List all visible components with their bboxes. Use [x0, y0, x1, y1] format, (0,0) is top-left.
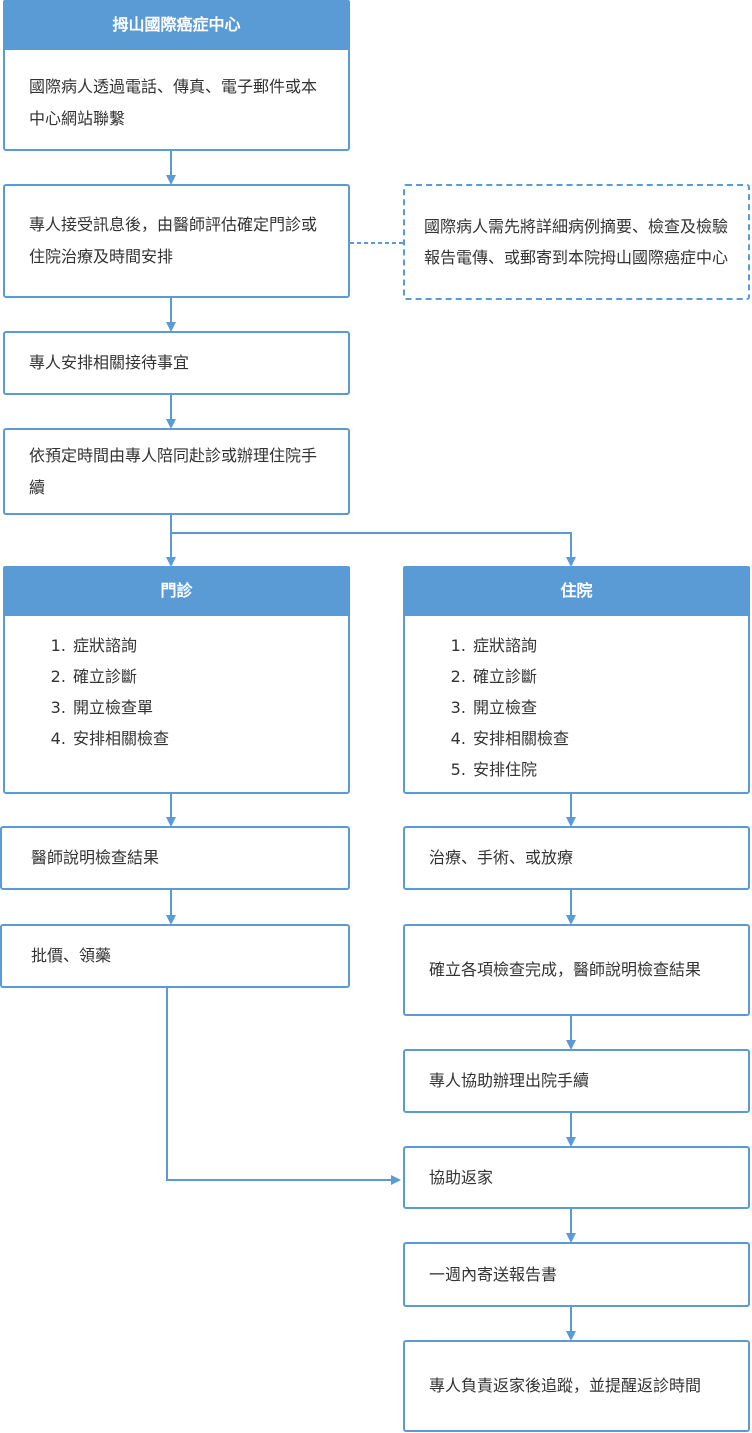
list-item: 安排相關檢查 — [471, 723, 748, 754]
go-home-text: 協助返家 — [429, 1167, 494, 1187]
accompany-box: 依預定時間由專人陪同赴診或辦理住院手續 — [3, 428, 350, 515]
center-title: 拇山國際癌症中心 — [3, 0, 350, 50]
arrow-to-inpatient — [171, 532, 576, 567]
reception-box: 專人安排相關接待事宜 — [3, 331, 350, 395]
contact-text: 國際病人透過電話、傳真、電子郵件或本中心網站聯繫 — [29, 77, 318, 128]
outpatient-box: 門診 症狀諮詢 確立診斷 開立檢查單 安排相關檢查 — [3, 566, 350, 794]
pricing-box: 批價、領藥 — [0, 924, 350, 988]
inpatient-title: 住院 — [403, 566, 750, 616]
outpatient-list: 症狀諮詢 確立診斷 開立檢查單 安排相關檢查 — [5, 630, 348, 754]
list-item: 症狀諮詢 — [471, 630, 748, 661]
discharge-text: 專人協助辦理出院手續 — [429, 1071, 590, 1090]
list-item: 開立檢查單 — [71, 692, 348, 723]
center-box: 拇山國際癌症中心 國際病人透過電話、傳真、電子郵件或本中心網站聯繫 — [3, 0, 350, 151]
confirm-text: 確立各項檢查完成，醫師說明檢查結果 — [429, 960, 702, 979]
list-item: 確立診斷 — [71, 661, 348, 692]
report-text: 一週內寄送報告書 — [429, 1264, 558, 1284]
treatment-box: 治療、手術、或放療 — [403, 826, 750, 890]
followup-box: 專人負責返家後追蹤，並提醒返診時間 — [403, 1340, 750, 1432]
treatment-text: 治療、手術、或放療 — [429, 848, 574, 867]
discharge-box: 專人協助辦理出院手續 — [403, 1049, 750, 1113]
explain-box: 醫師說明檢查結果 — [0, 826, 350, 890]
reception-text: 專人安排相關接待事宜 — [29, 353, 190, 372]
note-box: 國際病人需先將詳細病例摘要、檢查及檢驗報告電傳、或郵寄到本院拇山國際癌症中心 — [403, 184, 750, 300]
arrow-pricing-to-home — [166, 988, 401, 1185]
report-box: 一週內寄送報告書 — [403, 1242, 750, 1307]
followup-text: 專人負責返家後追蹤，並提醒返診時間 — [429, 1376, 702, 1395]
list-item: 安排住院 — [471, 754, 748, 785]
inpatient-box: 住院 症狀諮詢 確立診斷 開立檢查 安排相關檢查 安排住院 — [403, 566, 750, 794]
go-home-box: 協助返家 — [403, 1146, 750, 1209]
explain-text: 醫師說明檢查結果 — [31, 848, 160, 867]
accompany-text: 依預定時間由專人陪同赴診或辦理住院手續 — [29, 445, 318, 497]
outpatient-title: 門診 — [3, 566, 350, 616]
confirm-box: 確立各項檢查完成，醫師說明檢查結果 — [403, 924, 750, 1016]
evaluate-box: 專人接受訊息後，由醫師評估確定門診或住院治療及時間安排 — [3, 184, 350, 298]
list-item: 開立檢查 — [471, 692, 748, 723]
pricing-text: 批價、領藥 — [31, 946, 112, 965]
inpatient-list: 症狀諮詢 確立診斷 開立檢查 安排相關檢查 安排住院 — [405, 630, 748, 785]
note-text: 國際病人需先將詳細病例摘要、檢查及檢驗報告電傳、或郵寄到本院拇山國際癌症中心 — [424, 217, 729, 267]
evaluate-text: 專人接受訊息後，由醫師評估確定門診或住院治療及時間安排 — [29, 215, 318, 266]
list-item: 安排相關檢查 — [71, 723, 348, 754]
list-item: 症狀諮詢 — [71, 630, 348, 661]
list-item: 確立診斷 — [471, 661, 748, 692]
